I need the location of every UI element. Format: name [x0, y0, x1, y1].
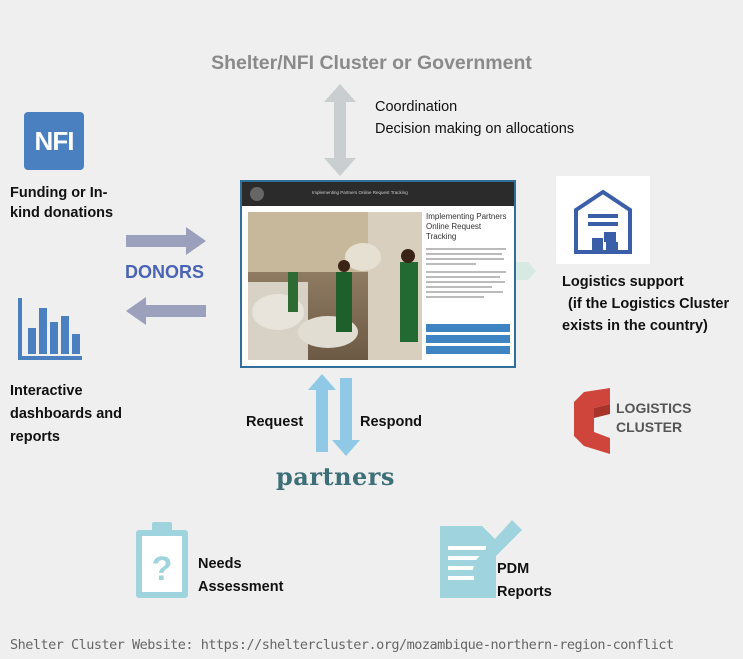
- pdm-line-2: Reports: [497, 584, 552, 600]
- panel-button-2[interactable]: [426, 335, 510, 343]
- panel-title: Implementing Partners Online Request Tra…: [426, 212, 510, 242]
- screenshot-logo-icon: [250, 187, 264, 201]
- logistics-cluster-logo-icon: [574, 388, 610, 454]
- panel-text-lines: [426, 248, 510, 298]
- svg-text:?: ?: [152, 550, 173, 588]
- panel-button-1[interactable]: [426, 324, 510, 332]
- coordination-double-arrow: [324, 84, 356, 176]
- request-respond-arrows: [308, 374, 360, 456]
- donor-arrow-left-icon: [126, 297, 206, 325]
- panel-title-line-2: Online Request Tracking: [426, 222, 482, 241]
- pdm-reports-label: PDM Reports: [497, 558, 552, 604]
- warehouse-photo: [248, 212, 422, 360]
- donor-arrow-right-icon: [126, 227, 206, 255]
- warehouse-photo-art: [248, 212, 422, 360]
- logistics-support-line-2: (if the Logistics Cluster: [568, 296, 730, 312]
- donors-label: DONORS: [125, 262, 205, 282]
- partners-logo: partners: [276, 462, 395, 491]
- needs-line-1: Needs: [198, 556, 242, 572]
- funding-line-1: Funding or In-: [10, 185, 108, 201]
- document-pencil-icon: [440, 520, 522, 598]
- nfi-icon: NFI: [24, 112, 84, 170]
- top-title: Shelter/NFI Cluster or Government: [211, 52, 532, 74]
- logistics-cluster-logo: LOGISTICS CLUSTER: [572, 386, 692, 458]
- nfi-icon-text: NFI: [34, 126, 75, 156]
- funding-label: Funding or In- kind donations: [10, 183, 113, 223]
- dashboards-line-3: reports: [10, 429, 60, 445]
- needs-line-2: Assessment: [198, 579, 284, 595]
- coordination-line-1: Coordination: [375, 99, 458, 115]
- logistics-logo-line-2: CLUSTER: [616, 419, 683, 435]
- logistics-cluster-logo-text: LOGISTICS CLUSTER: [616, 399, 691, 437]
- logistics-support-line-3: exists in the country): [562, 318, 708, 334]
- dashboards-line-2: dashboards and: [10, 406, 122, 422]
- dashboards-label: Interactive dashboards and reports: [10, 380, 122, 449]
- coordination-label: Coordination Decision making on allocati…: [375, 96, 574, 140]
- bar-chart-icon: [18, 298, 82, 360]
- funding-line-2: kind donations: [10, 205, 114, 221]
- panel-title-line-1: Implementing Partners: [426, 212, 507, 221]
- logistics-support-line-1: Logistics support: [562, 274, 684, 290]
- request-label: Request: [246, 414, 304, 430]
- needs-assessment-label: Needs Assessment: [198, 553, 283, 599]
- warehouse-icon: [574, 189, 632, 254]
- clipboard-question-icon: ?: [136, 522, 188, 598]
- dashboards-line-1: Interactive: [10, 383, 83, 399]
- respond-label: Respond: [360, 414, 423, 430]
- tracking-site-screenshot: Implementing Partners Online Request Tra…: [240, 180, 516, 368]
- logistics-logo-line-1: LOGISTICS: [616, 400, 692, 416]
- logistics-support-label: Logistics support (if the Logistics Clus…: [562, 271, 729, 337]
- panel-button-3[interactable]: [426, 346, 510, 354]
- screenshot-header-text: Implementing Partners Online Request Tra…: [312, 190, 408, 195]
- warehouse-icon-tile: [556, 176, 650, 264]
- screenshot-header-bar: Implementing Partners Online Request Tra…: [242, 182, 514, 206]
- footer-website: Shelter Cluster Website: https://shelter…: [10, 637, 674, 653]
- screenshot-side-panel: Implementing Partners Online Request Tra…: [426, 212, 510, 360]
- faint-arrow-icon: [516, 262, 536, 280]
- pdm-line-1: PDM: [497, 561, 530, 577]
- coordination-line-2: Decision making on allocations: [375, 121, 575, 137]
